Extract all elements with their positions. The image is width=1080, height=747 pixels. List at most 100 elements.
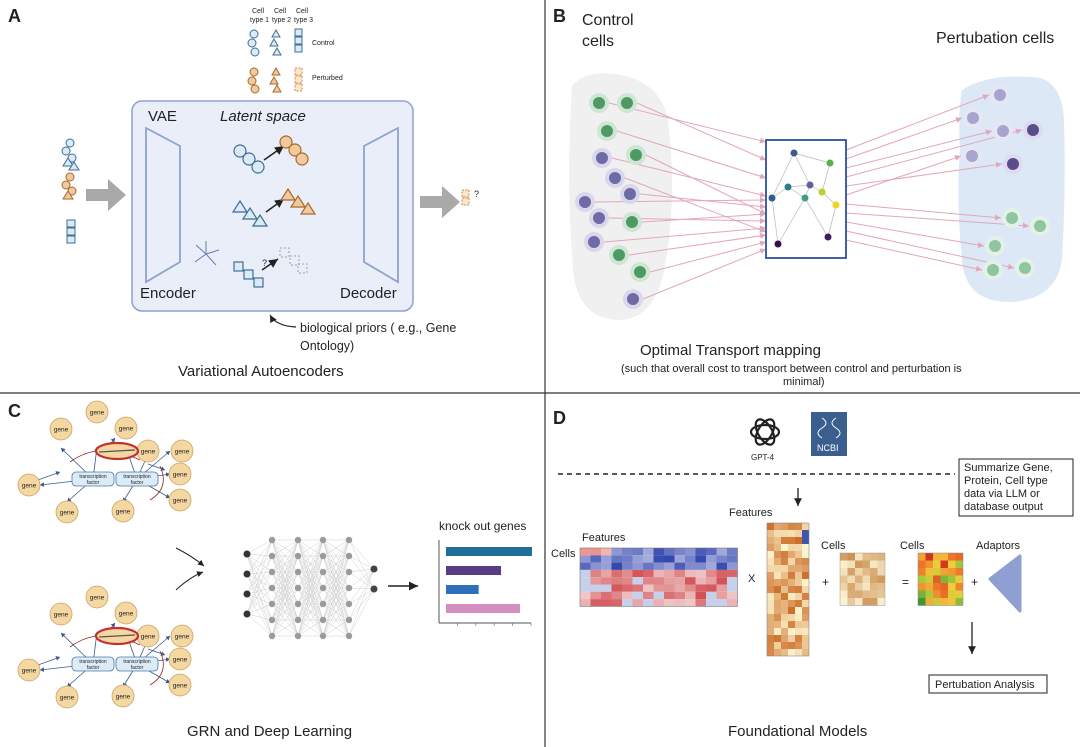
heatmap-cell (590, 562, 601, 570)
nn-edge (348, 539, 375, 570)
transport-line-in (594, 197, 767, 204)
heatmap-cell (601, 591, 612, 600)
nn-edge (246, 539, 273, 615)
heatmap-cell (918, 590, 926, 598)
gene-node (85, 585, 109, 609)
heatmap-cell (611, 548, 622, 556)
nn-edge (246, 613, 273, 637)
control-cell-nucleus (634, 266, 646, 278)
heatmap-cell (774, 649, 781, 656)
heatmap-cell (622, 599, 633, 607)
heatmap-cell (643, 591, 654, 600)
heatmap-cell (716, 599, 727, 607)
heatmap-cell (767, 642, 774, 649)
op-multiply: X (748, 573, 756, 585)
heatmap-cell (653, 562, 664, 570)
perturbation-cell-nucleus (966, 150, 978, 162)
heatmap-cell (802, 593, 809, 600)
heatmap-cell (653, 569, 664, 578)
heatmap-cell (611, 584, 622, 592)
gene-label: gene (175, 449, 190, 456)
panel-d-letter: D (553, 408, 566, 428)
heatmap-cell (788, 565, 795, 572)
gene-node (114, 416, 138, 440)
nn-edge (297, 539, 324, 637)
heatmap-cell (802, 649, 809, 656)
perturbation-cell-nucleus (1006, 212, 1018, 224)
control-cell-nucleus (624, 188, 636, 200)
heatmap-cell (580, 562, 591, 570)
nn-edge (271, 539, 299, 621)
panel-b-letter: B (553, 6, 566, 26)
heatmap-cell (767, 628, 774, 635)
nn-node (319, 584, 327, 592)
gene-label: gene (175, 634, 190, 641)
nn-edge (271, 571, 299, 637)
gene-label: gene (116, 509, 131, 516)
heatmap-cell (643, 599, 654, 607)
gene-label: gene (173, 472, 188, 479)
control-cell-nucleus (630, 149, 642, 161)
transport-line-in (636, 102, 767, 161)
heatmap-cell (601, 599, 612, 607)
gene-node (170, 439, 194, 463)
heatmap-cell (632, 569, 643, 578)
nn-edge (246, 573, 273, 589)
tf-label-1: transcription (79, 474, 106, 480)
heatmap-cell (774, 565, 781, 572)
decoder-label: Decoder (340, 285, 397, 302)
nn-edge (348, 588, 375, 637)
heatmap-cell (847, 590, 855, 598)
nn-node (345, 568, 353, 576)
vae-box (131, 100, 414, 312)
perturbation-cell-nucleus (987, 264, 999, 276)
heatmap-cell (925, 575, 933, 583)
heatmap-cell (847, 598, 855, 606)
heatmap-cell (918, 560, 926, 568)
tf-label-2: factor (131, 665, 144, 671)
heatmap-cell (795, 614, 802, 621)
ncbi-helix-icon (817, 417, 841, 439)
heatmap-cell (632, 548, 643, 556)
heatmap-cell (774, 537, 781, 544)
heatmap-cell (767, 544, 774, 551)
heatmap-cell (802, 544, 809, 551)
ko-bar (446, 585, 479, 594)
heatmap-cell (674, 555, 685, 563)
heatmap-cell (674, 562, 685, 570)
gene-node (55, 685, 79, 709)
heatmap-cell (664, 555, 675, 563)
heatmap-cell (664, 591, 675, 600)
gene-node (49, 602, 73, 626)
heatmap-cell (685, 569, 696, 578)
nn-edge (297, 539, 324, 589)
nn-edge (246, 573, 273, 637)
heatmap-cell (590, 577, 601, 585)
heatmap-cell (948, 583, 956, 591)
priors-arrow (269, 314, 297, 328)
heatmap-cell (948, 560, 956, 568)
nn-edge (271, 539, 299, 589)
nn-edge (322, 539, 350, 605)
heatmap-cell (948, 598, 956, 606)
heatmap-cell (695, 548, 706, 556)
heatmap-cell (802, 565, 809, 572)
heatmap-output (917, 552, 964, 606)
heatmap-cell (855, 590, 863, 598)
heatmap-cell (862, 583, 870, 591)
nn-node (243, 610, 251, 618)
nn-edge (246, 555, 273, 615)
heatmap-cell (940, 575, 948, 583)
heatmap-cell (940, 560, 948, 568)
heatmap-cell (948, 575, 956, 583)
nn-edge (246, 587, 273, 595)
heatmap-cell (840, 583, 848, 591)
cell-type-2-label-2: type 2 (272, 17, 291, 24)
heatmap-cell (664, 577, 675, 585)
control-cell-nucleus (621, 97, 633, 109)
heatmap-cell (767, 579, 774, 586)
cell-type-3-label-2: type 3 (294, 17, 313, 24)
heatmap-cell (716, 555, 727, 563)
heatmap-cell (716, 591, 727, 600)
control-cell-nucleus (609, 172, 621, 184)
